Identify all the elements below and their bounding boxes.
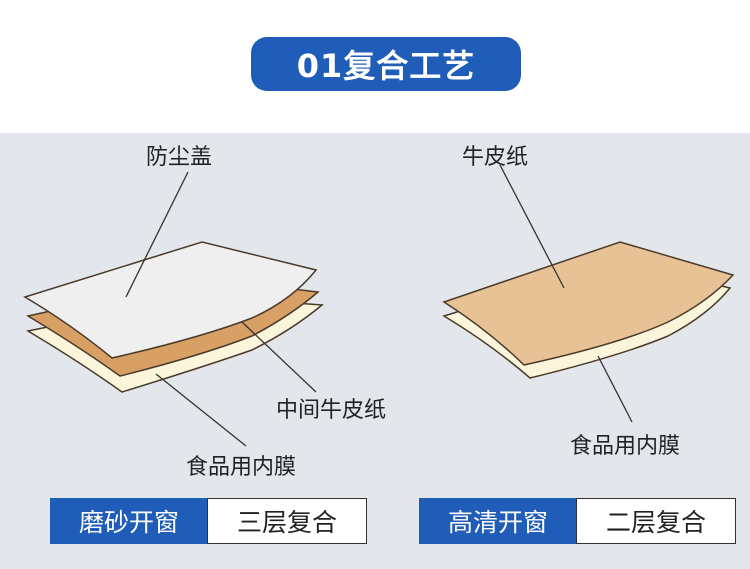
title-banner: 01复合工艺	[251, 37, 521, 91]
tag-three-layer: 三层复合	[207, 498, 367, 544]
label-dust-cover: 防尘盖	[146, 145, 213, 170]
left-dust-cover-layer	[23, 241, 318, 359]
left-top-leader	[125, 171, 189, 298]
left-stack	[23, 171, 324, 447]
label-left-inner-film: 食品用内膜	[186, 455, 297, 480]
page-title: 01复合工艺	[296, 47, 476, 85]
right-top-leader	[499, 164, 565, 289]
label-right-inner-film: 食品用内膜	[570, 434, 681, 459]
label-middle-kraft: 中间牛皮纸	[276, 398, 387, 423]
right-stack	[442, 164, 735, 423]
right-kraft-layer	[442, 241, 735, 366]
left-middle-leader	[241, 321, 317, 393]
right-bottom-leader	[597, 355, 633, 423]
tag-clear-window: 高清开窗	[419, 498, 577, 544]
left-bottom-leader	[155, 373, 247, 447]
label-kraft-paper: 牛皮纸	[462, 145, 529, 170]
tag-two-layer: 二层复合	[576, 498, 736, 544]
tag-frosted-window: 磨砂开窗	[50, 498, 208, 544]
